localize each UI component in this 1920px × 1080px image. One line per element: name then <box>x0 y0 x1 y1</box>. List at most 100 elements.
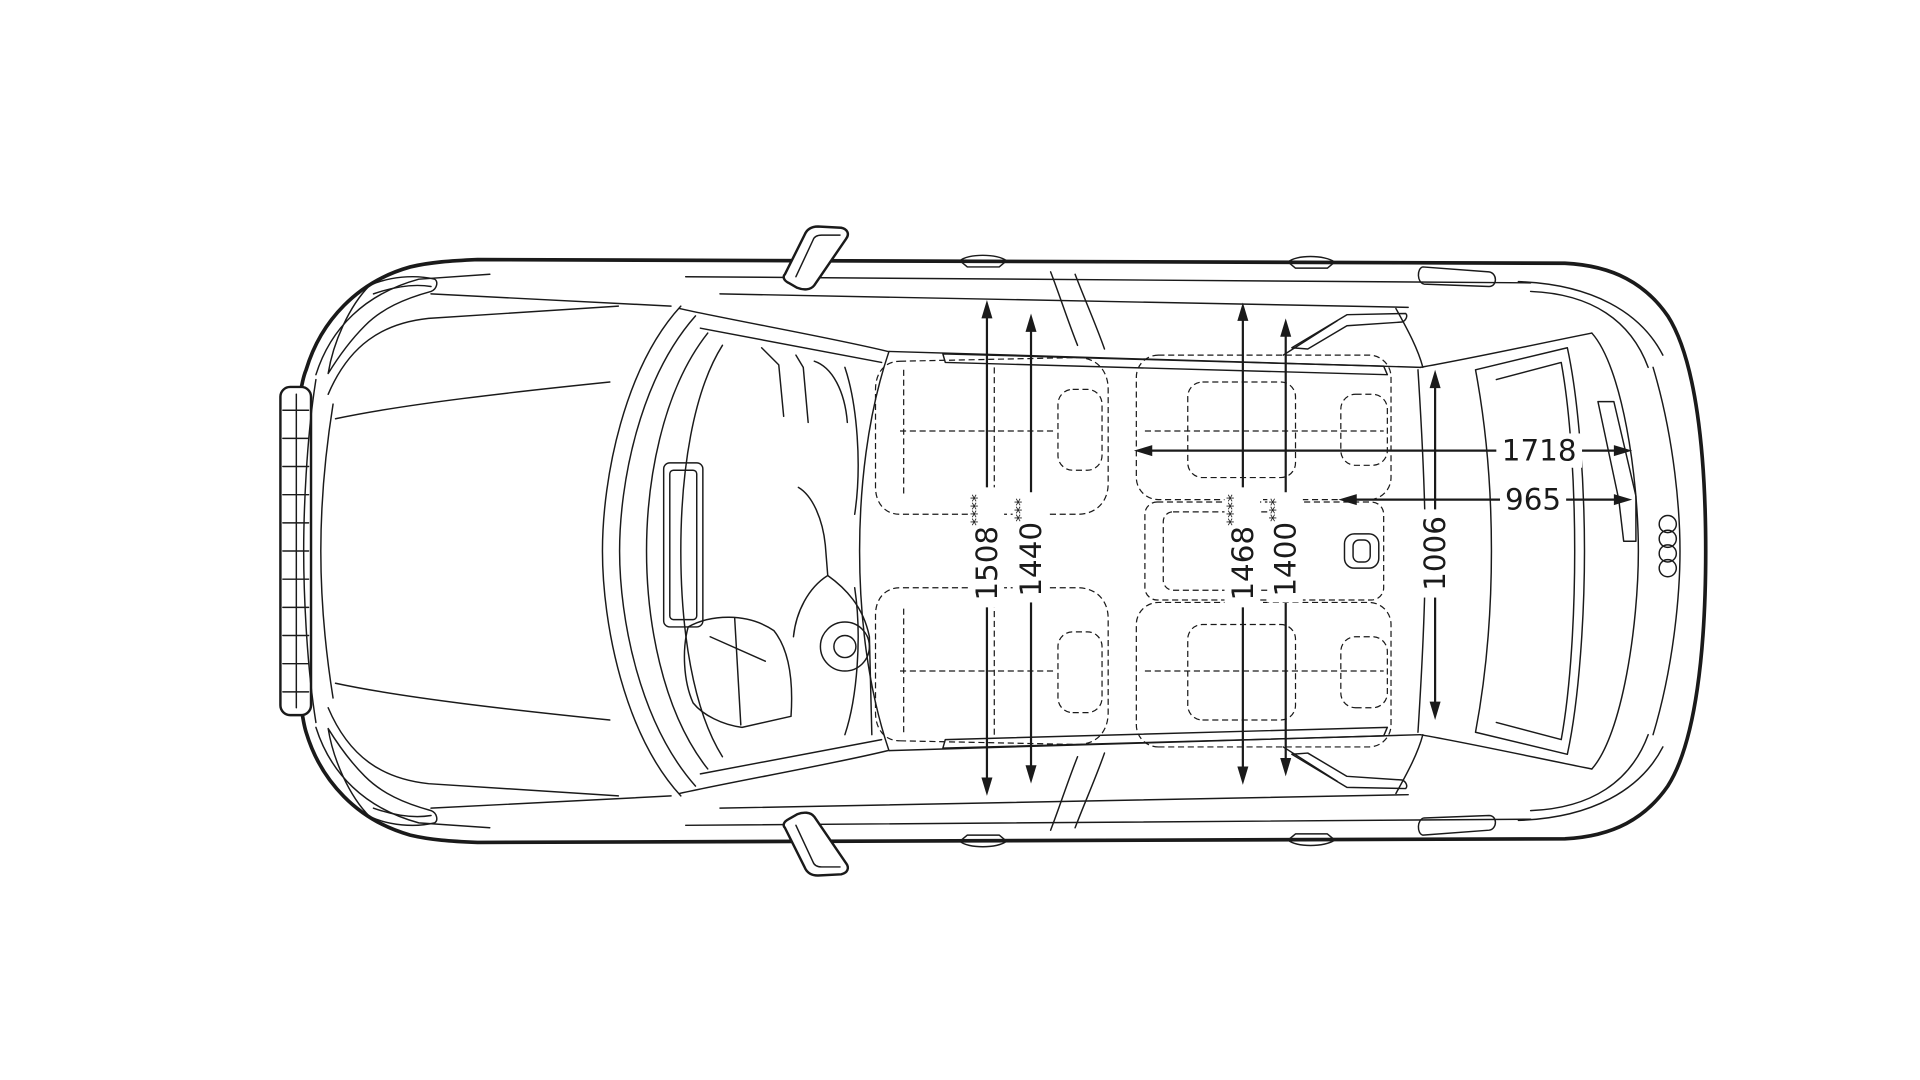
dimension-label-1400: 1400*** <box>1265 498 1303 597</box>
front-seat-outline <box>874 356 1109 515</box>
arrowhead-bottom <box>1237 766 1249 785</box>
windshield-lower-edge <box>645 332 709 770</box>
side-mirror <box>782 225 850 291</box>
headlight <box>327 275 438 375</box>
hood-crease-line <box>327 305 620 396</box>
dimension-value: 1468 <box>1226 526 1260 601</box>
arrowhead-right <box>1613 494 1633 506</box>
dashboard-screen-inner <box>669 469 698 621</box>
arrowhead-right <box>1613 445 1633 457</box>
rear-corner-line-inner <box>1529 290 1649 369</box>
center-console <box>792 486 873 736</box>
dimension-label-1718: 1718 <box>1502 434 1577 468</box>
label-background <box>1417 509 1453 598</box>
arrowhead-bottom <box>1280 757 1292 777</box>
arrowhead-bottom <box>1025 765 1037 784</box>
rear-seat-headrest <box>1340 393 1388 466</box>
rear-window-inner <box>1495 361 1576 741</box>
dimension-label-965: 965 <box>1505 483 1561 517</box>
front-bumper-line <box>302 378 317 724</box>
dimension-label-1006: 1006 <box>1418 516 1452 591</box>
dimension-footnote-marks: *** <box>1265 498 1284 522</box>
ring-2 <box>1658 529 1678 549</box>
rear-armrest-inner <box>1352 539 1371 563</box>
gear-selector-knob <box>833 634 857 659</box>
steering-wheel-spokes <box>709 617 767 726</box>
roof-edge <box>888 350 1422 369</box>
window-belt-line <box>719 293 1409 309</box>
arrowhead-top <box>1280 318 1292 337</box>
b-pillar-front-edge <box>1049 271 1079 347</box>
arrowhead-top <box>1025 313 1037 332</box>
label-background <box>1500 482 1567 517</box>
c-pillar <box>1395 307 1424 369</box>
rear-light <box>1417 266 1497 288</box>
ring-4 <box>1658 558 1678 578</box>
hood-front-edge <box>320 403 334 699</box>
ring-3 <box>1658 544 1678 563</box>
rear-seat-outline <box>1135 354 1392 501</box>
dimension-label-1440: 1440*** <box>1011 498 1049 597</box>
dimension-arrow-965 <box>1338 494 1633 506</box>
arrowhead-bottom <box>981 777 993 796</box>
arrowhead-top <box>1429 369 1441 389</box>
dashboard-edge <box>680 344 724 758</box>
label-background <box>1012 492 1049 603</box>
a-pillar-outer <box>678 307 889 353</box>
front-fender-line <box>430 293 672 307</box>
b-pillar-rear-edge <box>1074 273 1106 350</box>
rear-quarter-window-line <box>1282 320 1338 356</box>
steering-wheel <box>683 616 793 729</box>
four-rings-logo <box>1658 514 1678 578</box>
label-background <box>1496 433 1583 468</box>
shoulder-line <box>684 276 1532 284</box>
dimension-value: 1400 <box>1269 522 1303 597</box>
tailgate-edge <box>1591 332 1640 770</box>
dimension-labels: 1508**** 1440*** 1468**** 1400*** 1006 1… <box>966 433 1583 608</box>
rear-bumper-line <box>1652 366 1681 736</box>
cowl-inner <box>618 315 697 787</box>
headlight-inner-line <box>372 284 432 295</box>
arrowhead-top <box>1237 302 1249 321</box>
dimension-value: 1006 <box>1418 516 1452 591</box>
label-background <box>968 487 1005 608</box>
upper-half-details <box>315 225 1664 515</box>
arrowhead-left <box>1133 445 1153 457</box>
ring-1 <box>1658 514 1678 534</box>
arrowhead-bottom <box>1429 701 1441 720</box>
cowl-outer <box>601 305 682 797</box>
side-mirror-inner-line <box>795 234 841 278</box>
windshield-upper-edge <box>858 350 890 752</box>
dimension-label-1468: 1468**** <box>1222 494 1260 601</box>
front-grille <box>279 385 313 717</box>
gear-selector <box>819 621 871 672</box>
door-handle-front <box>959 254 1008 268</box>
a-pillar-inner <box>699 327 883 364</box>
rear-window <box>1474 347 1586 756</box>
door-handle-rear <box>1287 255 1336 269</box>
air-vent-lines <box>760 347 849 424</box>
dimension-footnote-marks: **** <box>1222 494 1241 526</box>
rear-corner-line-outer <box>1517 280 1664 356</box>
dimension-footnote-marks: *** <box>1011 498 1030 522</box>
grille-slats <box>282 409 310 693</box>
dimension-label-1508: 1508**** <box>966 494 1004 601</box>
rear-middle-seat <box>1144 501 1385 601</box>
arrowhead-top <box>981 300 993 319</box>
arrowhead-left <box>1338 494 1357 506</box>
dimension-value: 1508 <box>970 526 1004 601</box>
dimension-value: 1440 <box>1014 522 1048 597</box>
rear-seat-cushion <box>1187 381 1297 479</box>
hood-panel-line <box>334 381 611 420</box>
front-seat-headrest <box>1057 388 1103 471</box>
label-background <box>1267 492 1303 603</box>
label-background <box>1224 487 1260 608</box>
rear-armrest <box>1343 533 1380 569</box>
dimension-footnote-marks: **** <box>966 494 985 526</box>
rear-roof-edge <box>1419 332 1593 369</box>
rear-quarter-window <box>1291 312 1408 350</box>
inner-body-line <box>315 273 491 376</box>
dashboard-screen <box>662 462 704 628</box>
passenger-seat-edge <box>844 366 859 516</box>
